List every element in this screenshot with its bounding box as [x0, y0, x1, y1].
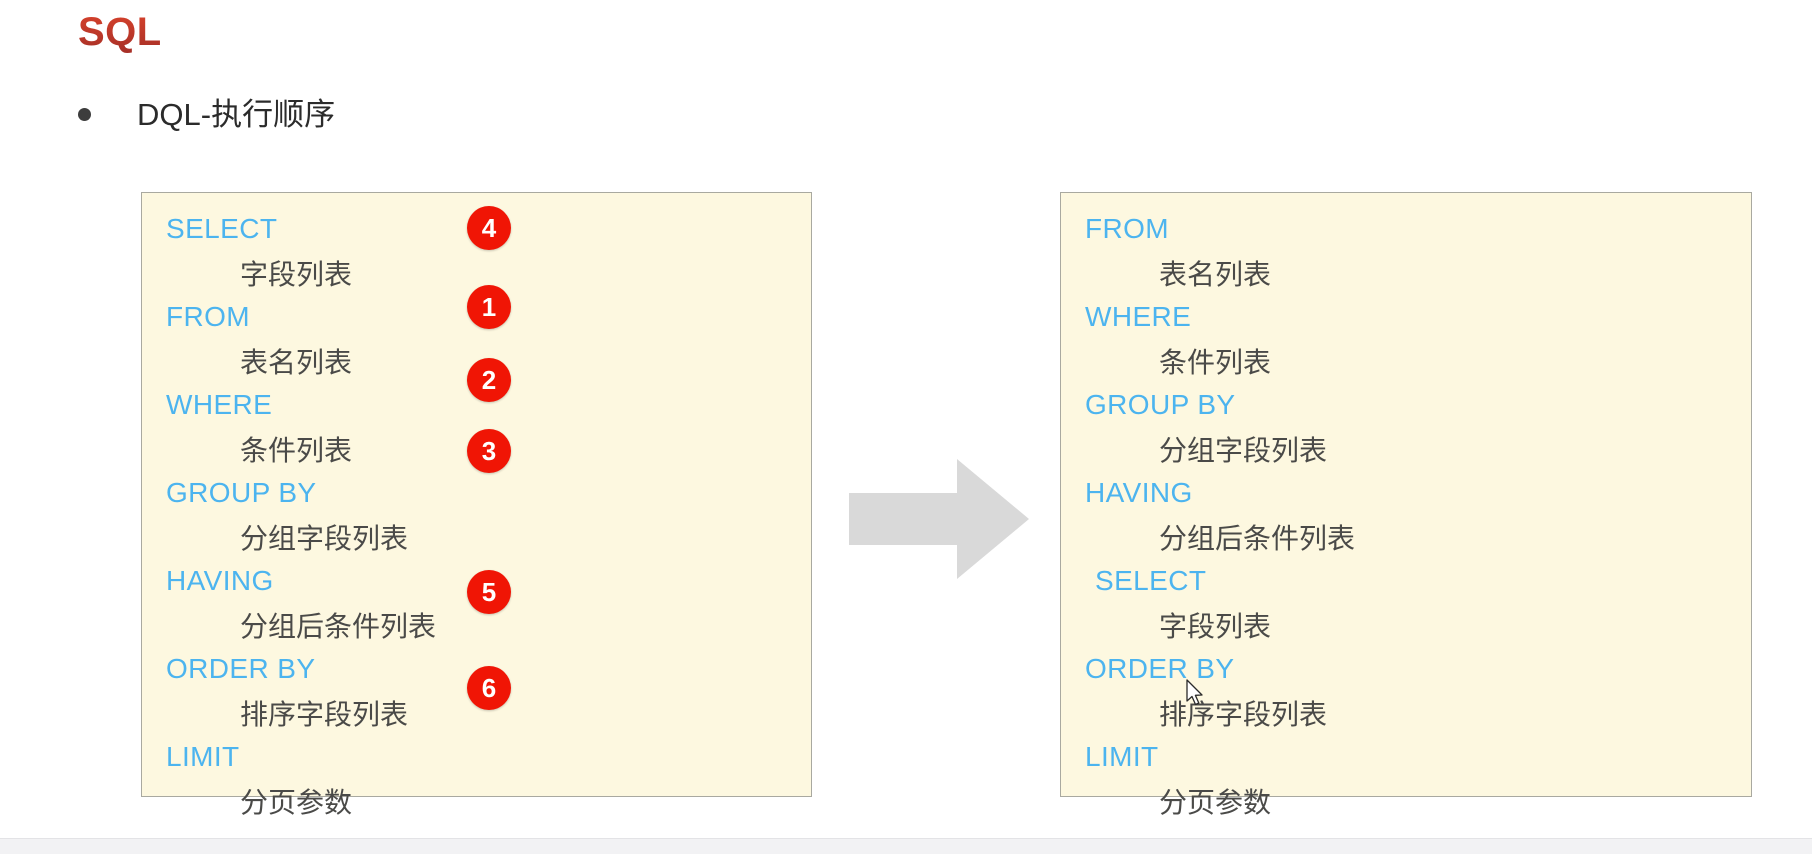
- clause-line: 分组字段列表: [142, 515, 811, 559]
- execution-order-panel: FROM 表名列表 WHERE 条件列表 GROUP BY 分组字段列表 HAVING 分组后…: [1060, 192, 1752, 818]
- order-badge: 5: [467, 570, 511, 614]
- written-order-panel: SELECT 字段列表 FROM 表名列表 WHERE 条件列表 GROUP BY 分组字段列…: [141, 192, 812, 818]
- clause-keyword: SELECT: [166, 213, 278, 244]
- clause-keyword: GROUP BY: [166, 477, 317, 508]
- clause-line: HAVING: [1061, 471, 1751, 515]
- clause-keyword: ORDER BY: [166, 653, 316, 684]
- clause-line: WHERE: [142, 383, 811, 427]
- clause-line: 分页参数: [1061, 779, 1751, 823]
- clause-line: 排序字段列表: [142, 691, 811, 735]
- clause-keyword: HAVING: [1085, 477, 1193, 508]
- section-subtitle: DQL-执行顺序: [137, 97, 336, 132]
- clause-value: 条件列表: [1159, 347, 1272, 378]
- clause-line: 表名列表: [1061, 251, 1751, 295]
- clause-line: LIMIT: [142, 735, 811, 779]
- clause-line: GROUP BY: [1061, 383, 1751, 427]
- right-block-arrow-icon: [849, 459, 1029, 579]
- clause-value: 分组后条件列表: [240, 611, 437, 642]
- clause-line: LIMIT: [1061, 735, 1751, 779]
- clause-line: 条件列表: [1061, 339, 1751, 383]
- order-badge: 3: [467, 429, 511, 473]
- clause-keyword: LIMIT: [166, 741, 240, 772]
- clause-value: 分页参数: [1159, 787, 1272, 818]
- clause-keyword: FROM: [1085, 213, 1170, 244]
- clause-value: 条件列表: [240, 435, 353, 466]
- bullet-dot-icon: [78, 108, 91, 122]
- written-order-lines: SELECT 字段列表 FROM 表名列表 WHERE 条件列表 GROUP BY 分组字段列…: [142, 193, 811, 818]
- clause-value: 表名列表: [1159, 259, 1272, 290]
- clause-value: 分组字段列表: [1159, 435, 1328, 466]
- clause-line: 分组后条件列表: [142, 603, 811, 647]
- clause-line: 分组字段列表: [1061, 427, 1751, 471]
- clause-line: ORDER BY: [142, 647, 811, 691]
- clause-value: 字段列表: [1159, 611, 1272, 642]
- clause-value: 分页参数: [240, 787, 353, 818]
- clause-value: 排序字段列表: [1159, 699, 1328, 730]
- clause-keyword: FROM: [166, 301, 251, 332]
- clause-keyword: WHERE: [1085, 301, 1192, 332]
- order-badge: 6: [467, 666, 511, 710]
- clause-keyword: WHERE: [166, 389, 273, 420]
- bullet-row: DQL-执行顺序: [78, 96, 335, 133]
- clause-line: 字段列表: [142, 251, 811, 295]
- clause-line: HAVING: [142, 559, 811, 603]
- page-title: SQL: [78, 10, 162, 54]
- order-badge: 1: [467, 285, 511, 329]
- clause-line: SELECT: [142, 207, 811, 251]
- clause-value: 排序字段列表: [240, 699, 409, 730]
- clause-line: 分页参数: [142, 779, 811, 823]
- bottom-strip: [0, 838, 1812, 854]
- execution-order-lines: FROM 表名列表 WHERE 条件列表 GROUP BY 分组字段列表 HAVING 分组后…: [1061, 193, 1751, 818]
- clause-keyword: LIMIT: [1085, 741, 1159, 772]
- clause-line: ORDER BY: [1061, 647, 1751, 691]
- clause-line: FROM: [1061, 207, 1751, 251]
- clause-line: GROUP BY: [142, 471, 811, 515]
- clause-line: SELECT: [1061, 559, 1751, 603]
- clause-value: 分组字段列表: [240, 523, 409, 554]
- clause-keyword: GROUP BY: [1085, 389, 1236, 420]
- clause-value: 分组后条件列表: [1159, 523, 1356, 554]
- clause-line: 排序字段列表: [1061, 691, 1751, 735]
- clause-line: WHERE: [1061, 295, 1751, 339]
- clause-line: 条件列表: [142, 427, 811, 471]
- clause-line: 表名列表: [142, 339, 811, 383]
- clause-keyword: ORDER BY: [1085, 653, 1235, 684]
- clause-line: 分组后条件列表: [1061, 515, 1751, 559]
- clause-value: 字段列表: [240, 259, 353, 290]
- clause-line: 字段列表: [1061, 603, 1751, 647]
- order-badge: 2: [467, 358, 511, 402]
- clause-value: 表名列表: [240, 347, 353, 378]
- clause-keyword: SELECT: [1095, 565, 1207, 596]
- order-badge: 4: [467, 206, 511, 250]
- clause-line: FROM: [142, 295, 811, 339]
- clause-keyword: HAVING: [166, 565, 274, 596]
